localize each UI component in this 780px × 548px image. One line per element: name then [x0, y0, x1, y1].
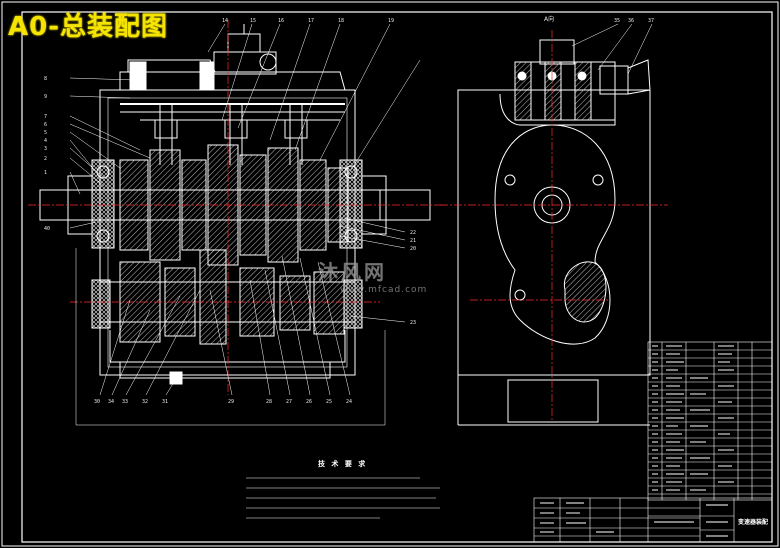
- watermark-main-text: 沐风网: [318, 260, 387, 284]
- part-number: 6: [44, 122, 47, 128]
- part-number: 25: [326, 399, 332, 405]
- part-number: 7: [44, 114, 47, 120]
- countershaft-boss: [563, 261, 607, 323]
- title-block: [533, 497, 773, 543]
- part-number: 27: [286, 399, 292, 405]
- part-number: 35: [614, 18, 620, 24]
- part-number: 32: [142, 399, 148, 405]
- side-view-centerlines: [440, 30, 668, 420]
- drawing-title: A0-总装配图: [8, 12, 169, 42]
- technical-requirements-title: 技 术 要 求: [318, 460, 368, 468]
- parts-list-text-strokes: [652, 345, 734, 491]
- part-number: 3: [44, 146, 47, 152]
- leader-lines-side: [571, 23, 653, 75]
- part-number: 17: [308, 18, 314, 24]
- side-view-part-labels: 35 36 37: [614, 18, 654, 24]
- section-view-label: A向: [544, 16, 555, 23]
- leader-lines-main: [69, 23, 421, 396]
- part-number: 15: [250, 18, 256, 24]
- part-labels-left: 8 9 7 6 5 4 3 2 1 40: [44, 76, 50, 232]
- part-number: 20: [410, 246, 416, 252]
- part-number: 29: [228, 399, 234, 405]
- part-number: 30: [94, 399, 100, 405]
- drawing-name: 变速器装配: [738, 519, 769, 526]
- technical-requirements-lines: [246, 477, 440, 519]
- part-number: 33: [122, 399, 128, 405]
- part-number: 36: [628, 18, 634, 24]
- part-number: 4: [44, 138, 47, 144]
- part-number: 18: [338, 18, 344, 24]
- main-view-centerlines: [28, 20, 445, 395]
- side-housing: [457, 89, 651, 376]
- parts-list-table: [647, 341, 773, 501]
- part-number: 8: [44, 76, 47, 82]
- part-number: 2: [44, 156, 47, 162]
- dimension-lines: [75, 248, 386, 426]
- part-number: 28: [266, 399, 272, 405]
- title-block-text-strokes: [540, 502, 728, 537]
- part-number: 34: [108, 399, 114, 405]
- part-labels-bottom: 30 34 33 32 31 29 28 27 26 25 24: [94, 399, 352, 405]
- cover-bolt-left: [129, 61, 147, 91]
- inner-frame: [21, 11, 773, 543]
- watermark: 沐风网 www.mfcad.com: [318, 256, 427, 295]
- oil-pan: [507, 379, 599, 423]
- part-number: 24: [346, 399, 352, 405]
- bearing-right: [339, 159, 363, 249]
- part-number: 26: [306, 399, 312, 405]
- bearing-left: [91, 159, 115, 249]
- part-number: 31: [162, 399, 168, 405]
- part-number: 16: [278, 18, 284, 24]
- part-number: 1: [44, 170, 47, 176]
- part-number: 19: [388, 18, 394, 24]
- watermark-url: www.mfcad.com: [340, 285, 428, 295]
- part-labels-top: 14 15 16 17 18 19: [222, 18, 394, 24]
- part-number: 5: [44, 130, 47, 136]
- part-labels-right: 22 21 20 23: [410, 230, 416, 326]
- part-number: 23: [410, 320, 416, 326]
- side-view: [457, 39, 651, 426]
- shift-tower-cap: [539, 39, 575, 65]
- shift-cover: [119, 71, 346, 91]
- part-number: 40: [44, 226, 50, 232]
- part-number: 22: [410, 230, 416, 236]
- part-number: 21: [410, 238, 416, 244]
- part-number: 37: [648, 18, 654, 24]
- part-number: 14: [222, 18, 228, 24]
- part-number: 9: [44, 94, 47, 100]
